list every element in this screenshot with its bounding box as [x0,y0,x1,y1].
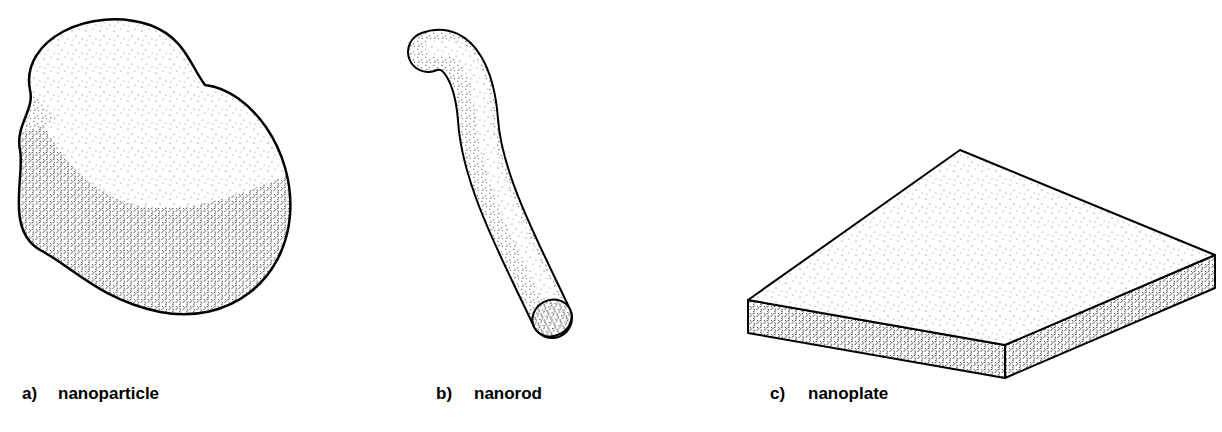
nanorod-figure [428,47,578,343]
item-letter: a) [22,384,37,404]
item-letter: c) [770,384,785,404]
nanoplate-figure [748,150,1215,378]
shape-name: nanorod [474,384,542,404]
shape-name: nanoplate [808,384,888,404]
shape-name: nanoparticle [58,384,159,404]
item-letter: b) [436,384,452,404]
nanoparticle-figure [0,19,300,330]
